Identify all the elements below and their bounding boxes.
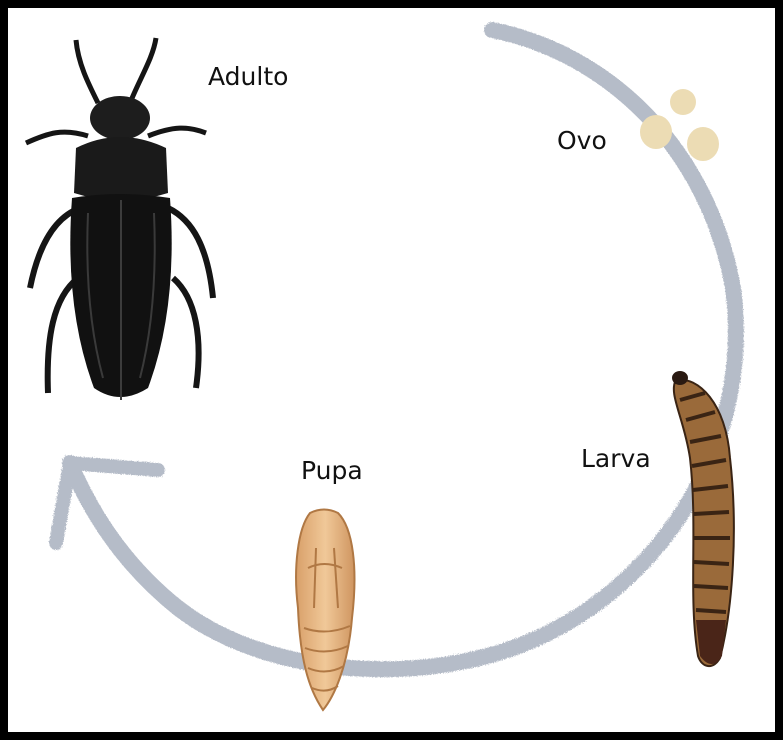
stage-label-adult: Adulto — [208, 62, 288, 91]
beetle-adult-illustration — [26, 38, 213, 400]
stage-label-egg: Ovo — [557, 126, 607, 155]
stage-label-pupa: Pupa — [301, 456, 363, 485]
diagram-canvas — [8, 8, 775, 732]
pupa-illustration — [296, 510, 354, 711]
stage-label-larva: Larva — [581, 444, 651, 473]
